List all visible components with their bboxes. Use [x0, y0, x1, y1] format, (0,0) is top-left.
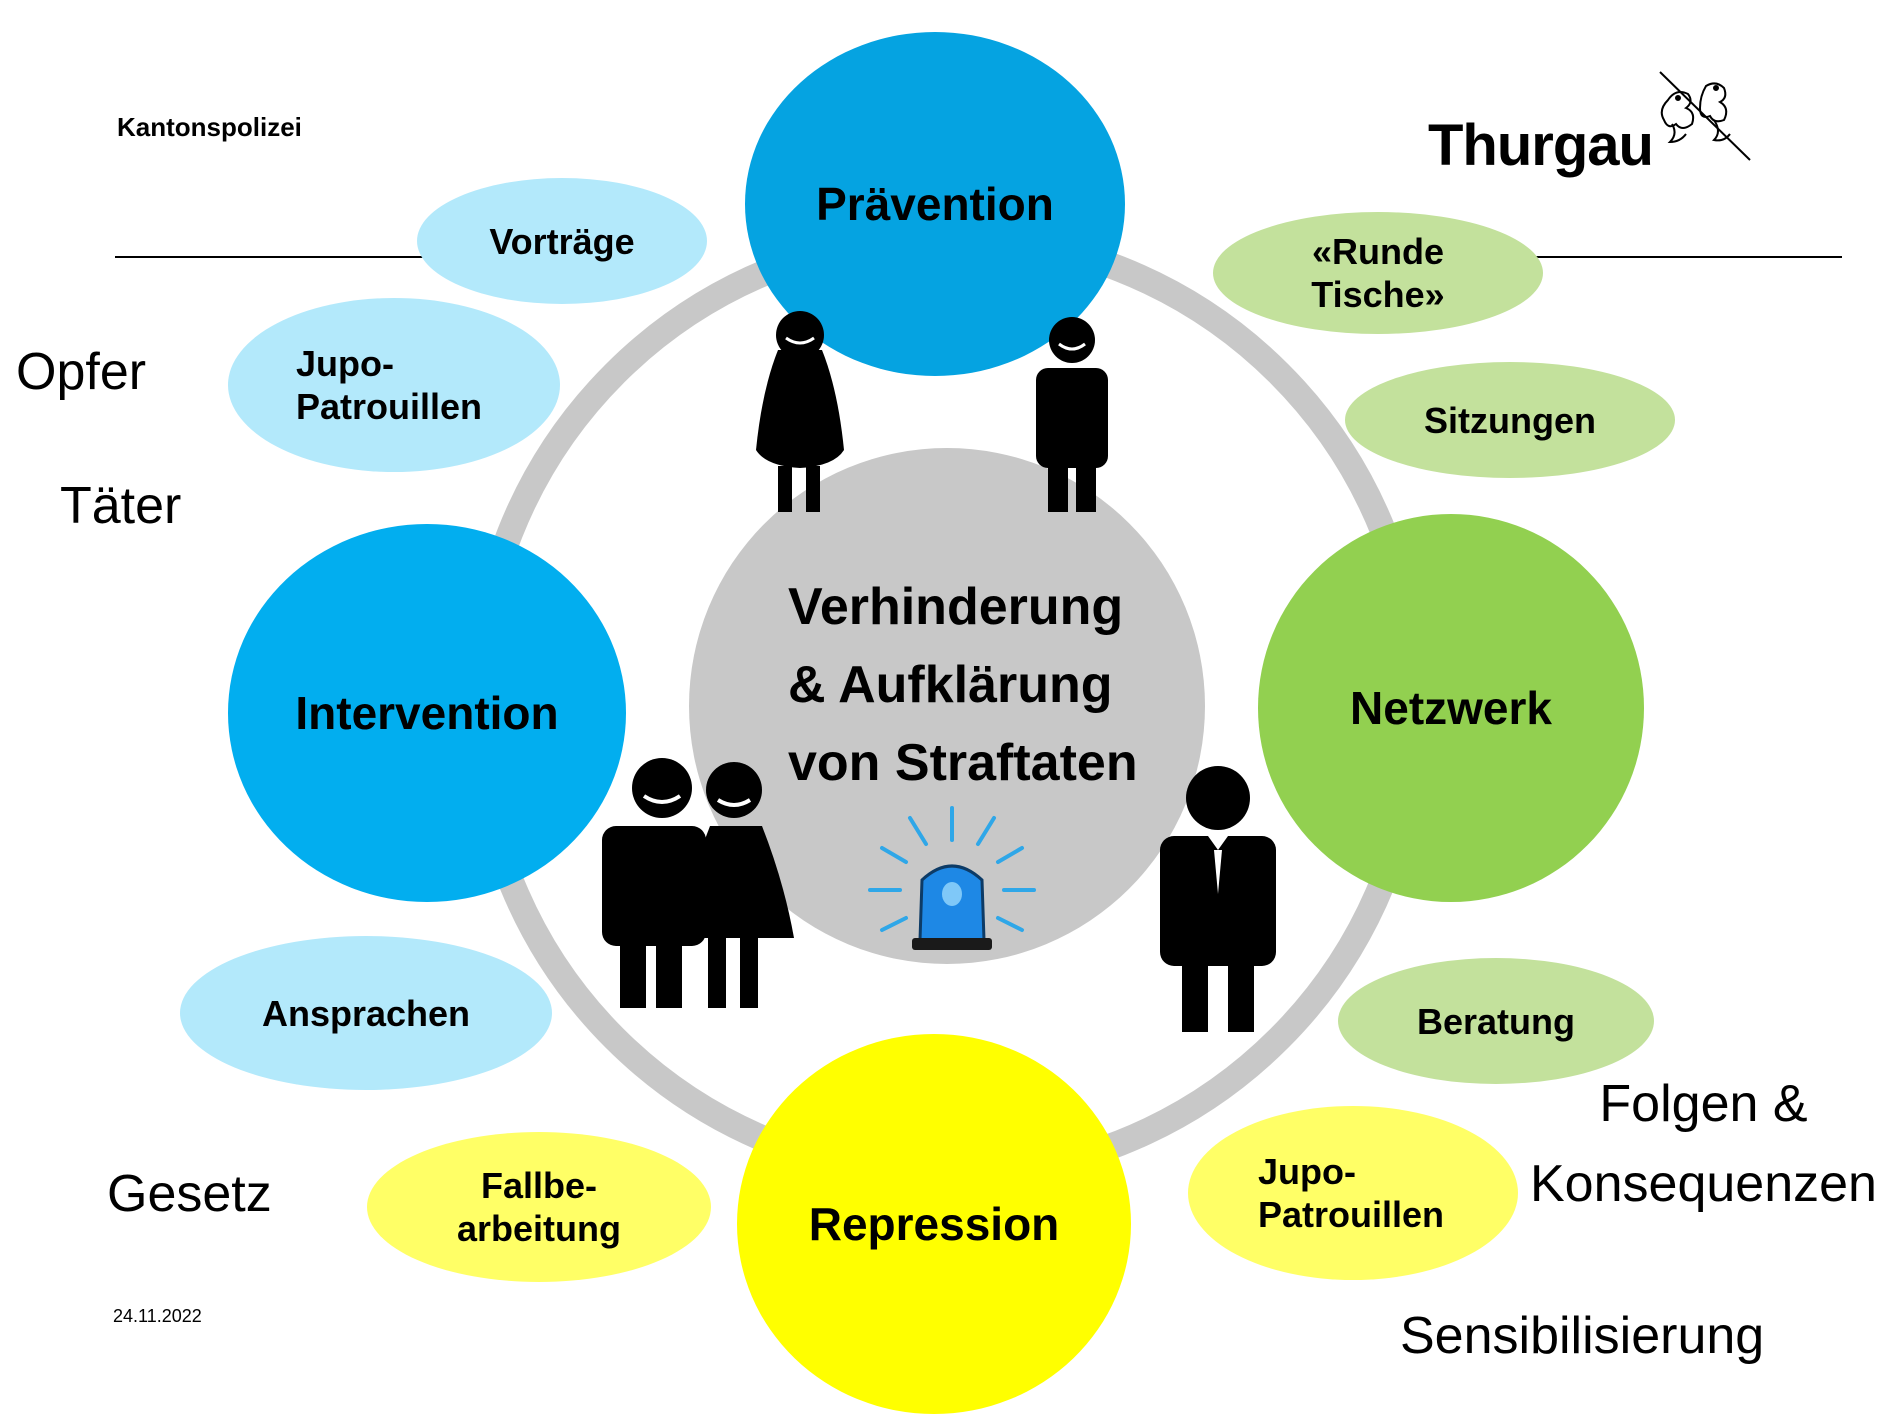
- satellite-sitzungen-label: Sitzungen: [1424, 399, 1596, 441]
- label-sensibilisierung: Sensibilisierung: [1400, 1307, 1765, 1365]
- satellite-fallbearbeitung-label: Fallbe- arbeitung: [456, 1165, 621, 1249]
- satellite-sitzungen: Sitzungen: [1345, 362, 1675, 478]
- center-title: Verhinderung & Aufklärung von Straftaten: [788, 578, 1138, 792]
- header-rule-right: [1535, 256, 1842, 258]
- label-folgen-konsequenzen: Folgen & Konsequenzen: [1530, 1075, 1877, 1213]
- satellite-beratung-label: Beratung: [1416, 1000, 1575, 1042]
- satellite-vortraege-label: Vorträge: [489, 220, 635, 262]
- satellite-ansprachen: Ansprachen: [180, 936, 552, 1090]
- satellite-fallbearbeitung: Fallbe- arbeitung: [367, 1132, 711, 1282]
- satellite-vortraege: Vorträge: [417, 178, 707, 304]
- label-opfer: Opfer: [16, 343, 147, 401]
- hub-intervention: Intervention: [228, 524, 626, 902]
- footer-date: 24.11.2022: [113, 1306, 202, 1326]
- hub-intervention-label: Intervention: [295, 687, 559, 739]
- hub-netzwerk-label: Netzwerk: [1350, 682, 1552, 734]
- hub-netzwerk: Netzwerk: [1258, 514, 1644, 902]
- hub-praevention-label: Prävention: [816, 178, 1054, 230]
- satellite-runde-tische: «Runde Tische»: [1213, 212, 1543, 334]
- header-rule-left: [115, 256, 435, 258]
- satellite-runde-tische-label: «Runde Tische»: [1311, 231, 1445, 315]
- hub-repression: Repression: [737, 1034, 1131, 1414]
- org-label: Kantonspolizei: [117, 112, 302, 142]
- satellite-jupo-right: Jupo- Patrouillen: [1188, 1106, 1518, 1280]
- satellite-jupo-left: Jupo- Patrouillen: [228, 298, 560, 472]
- hub-praevention: Prävention: [745, 32, 1125, 376]
- label-gesetz: Gesetz: [107, 1165, 272, 1223]
- satellite-jupo-right-label: Jupo- Patrouillen: [1258, 1151, 1445, 1235]
- label-taeter: Täter: [60, 477, 182, 535]
- hub-repression-label: Repression: [808, 1198, 1060, 1250]
- satellite-beratung: Beratung: [1338, 958, 1654, 1084]
- satellite-jupo-left-label: Jupo- Patrouillen: [296, 343, 483, 427]
- thurgau-logo-text: Thurgau: [1428, 113, 1654, 178]
- satellite-ansprachen-label: Ansprachen: [261, 992, 471, 1034]
